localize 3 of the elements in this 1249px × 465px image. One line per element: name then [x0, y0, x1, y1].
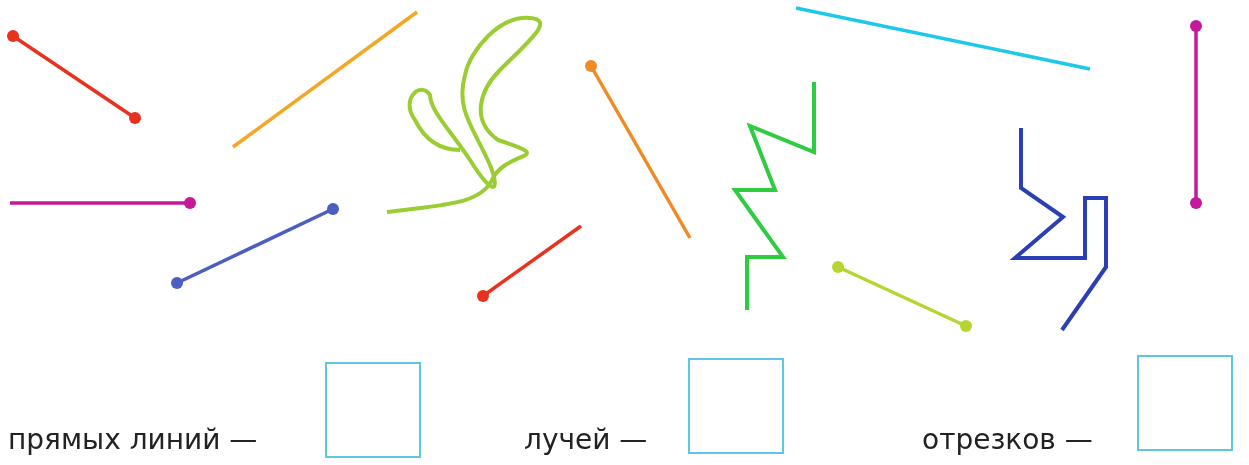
question-text: прямых линий — — [8, 423, 258, 457]
question-text: отрезков — — [922, 423, 1093, 457]
question-text: лучей — — [524, 423, 648, 457]
